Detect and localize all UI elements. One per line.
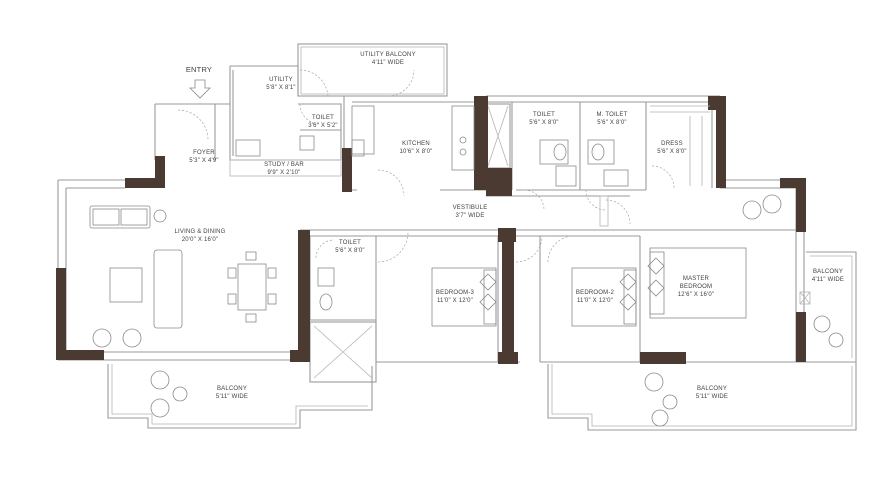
bedroom-2-name: BEDROOM-2 bbox=[576, 290, 615, 296]
bedroom-2-dims: 11'0" X 12'0" bbox=[577, 298, 613, 304]
utility-balcony-name: UTILITY BALCONY bbox=[360, 52, 416, 58]
entry-label: ENTRY bbox=[186, 65, 212, 74]
balcony-bottom-name: BALCONY bbox=[697, 386, 727, 392]
entry-arrow-icon bbox=[189, 79, 211, 99]
balcony-left-name: BALCONY bbox=[217, 386, 247, 392]
utility-balcony-dims: 4'11" WIDE bbox=[372, 60, 404, 66]
vestibule-dims: 3'7" WIDE bbox=[455, 213, 484, 219]
kitchen-name: KITCHEN bbox=[402, 141, 430, 147]
balcony-right-dims: 4'11" WIDE bbox=[812, 277, 844, 283]
balcony-left-dims: 5'11" WIDE bbox=[216, 394, 248, 400]
balcony-right-name: BALCONY bbox=[813, 269, 843, 275]
walls bbox=[57, 43, 857, 431]
toilet-2-name: TOILET bbox=[339, 240, 361, 246]
master-bedroom-name-2: BEDROOM bbox=[680, 284, 712, 290]
living-dining-name: LIVING & DINING bbox=[174, 229, 225, 235]
foyer-dims: 5'3" X 4'9" bbox=[189, 158, 218, 164]
m-toilet-name: M. TOILET bbox=[597, 112, 628, 118]
vestibule-name: VESTIBULE bbox=[453, 205, 488, 211]
room-labels: ENTRY UTILITY BALCONY 4'11" WIDE UTILITY… bbox=[174, 52, 844, 400]
master-bedroom-name: MASTER bbox=[683, 276, 710, 282]
foyer-name: FOYER bbox=[193, 150, 215, 156]
master-bedroom-dims: 12'6" X 16'0" bbox=[678, 292, 715, 298]
toilet-utility-name: TOILET bbox=[312, 115, 334, 121]
toilet-utility-dims: 3'6" X 5'2" bbox=[308, 123, 337, 129]
balcony-bottom-dims: 5'11" WIDE bbox=[696, 394, 728, 400]
utility-name: UTILITY bbox=[269, 77, 293, 83]
dress-name: DRESS bbox=[661, 141, 683, 147]
utility-dims: 5'8" X 8'1" bbox=[266, 85, 295, 91]
toilet-1-dims: 5'6" X 8'0" bbox=[529, 120, 558, 126]
furniture bbox=[89, 79, 844, 427]
study-bar-name: STUDY / BAR bbox=[264, 162, 304, 168]
dress-dims: 5'6" X 8'0" bbox=[657, 149, 686, 155]
study-bar-dims: 9'9" X 2'10" bbox=[268, 170, 301, 176]
living-dining-dims: 20'0" X 16'0" bbox=[182, 237, 219, 243]
m-toilet-dims: 5'6" X 8'0" bbox=[597, 120, 626, 126]
toilet-1-name: TOILET bbox=[533, 112, 555, 118]
kitchen-dims: 10'6" X 8'0" bbox=[400, 149, 433, 155]
toilet-2-dims: 5'6" X 8'0" bbox=[335, 248, 364, 254]
structural-columns bbox=[56, 96, 806, 364]
door-swings bbox=[177, 69, 675, 263]
bedroom-3-dims: 11'0" X 12'0" bbox=[437, 298, 473, 304]
bedroom-3-name: BEDROOM-3 bbox=[436, 290, 475, 296]
